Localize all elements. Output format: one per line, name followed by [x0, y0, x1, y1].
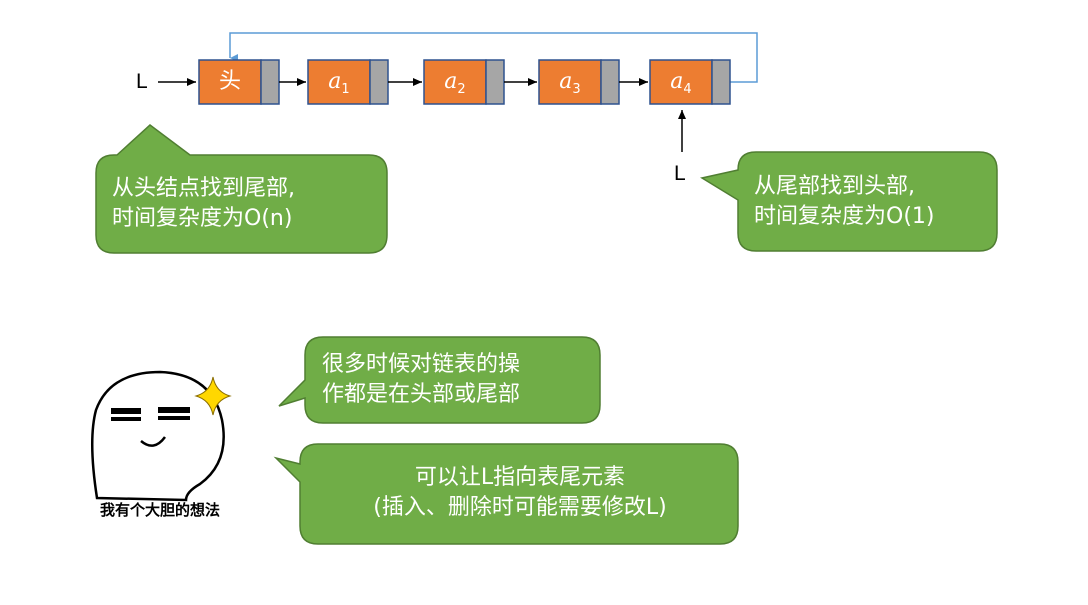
bubble-ops-text: 很多时候对链表的操 作都是在头部或尾部 — [322, 350, 520, 410]
bubble-right-text: 从尾部找到头部, 时间复杂度为O(1) — [754, 172, 934, 232]
bubble-ops-line1: 很多时候对链表的操 — [322, 352, 521, 377]
bubble-idea-shape — [273, 443, 739, 545]
bubble-right-shape — [700, 151, 998, 252]
node-a3-var: a — [559, 69, 573, 94]
tail-pointer-label: L — [674, 162, 686, 185]
bubble-ops-shape — [278, 336, 601, 424]
circular-link-line — [229, 32, 758, 83]
node-label-a3: a3 — [539, 60, 601, 104]
bubble-left-text: 从头结点找到尾部, 时间复杂度为O(n) — [112, 174, 295, 234]
bubble-right-line2: 时间复杂度为O(1) — [754, 204, 935, 229]
node-head-text: 头 — [218, 69, 241, 94]
node-label-a2: a2 — [424, 60, 486, 104]
node-a2-var: a — [444, 69, 458, 94]
bubble-ops-line2: 作都是在头部或尾部 — [322, 382, 521, 407]
node-label-a1: a1 — [308, 60, 370, 104]
list-node-head — [198, 59, 280, 105]
list-node-a3 — [538, 59, 620, 105]
list-node-a4 — [649, 59, 731, 105]
node-a1-var: a — [328, 69, 342, 94]
bubble-left-line1: 从头结点找到尾部, — [112, 176, 295, 201]
bubble-left-shape — [95, 124, 388, 254]
node-label-head: 头 — [199, 60, 261, 104]
head-pointer-label: L — [136, 70, 148, 93]
bubble-right-line1: 从尾部找到头部, — [754, 174, 915, 199]
node-a2-sub: 2 — [457, 82, 466, 97]
list-node-a1 — [307, 59, 389, 105]
bubble-idea-line1: 可以让L指向表尾元素 — [414, 465, 626, 490]
node-label-a4: a4 — [650, 60, 712, 104]
node-a3-sub: 3 — [572, 82, 581, 97]
node-a4-sub: 4 — [683, 82, 692, 97]
bubble-idea-text: 可以让L指向表尾元素 (插入、删除时可能需要修改L) — [310, 463, 730, 523]
meme-caption: 我有个大胆的想法 — [99, 501, 220, 519]
node-a1-sub: 1 — [341, 82, 350, 97]
list-node-a2 — [423, 59, 505, 105]
bubble-idea-line2: (插入、删除时可能需要修改L) — [373, 495, 667, 520]
bubble-left-line2: 时间复杂度为O(n) — [112, 206, 293, 231]
sparkle-icon — [194, 376, 232, 416]
meme-face-icon — [91, 370, 225, 502]
node-a4-var: a — [670, 69, 684, 94]
